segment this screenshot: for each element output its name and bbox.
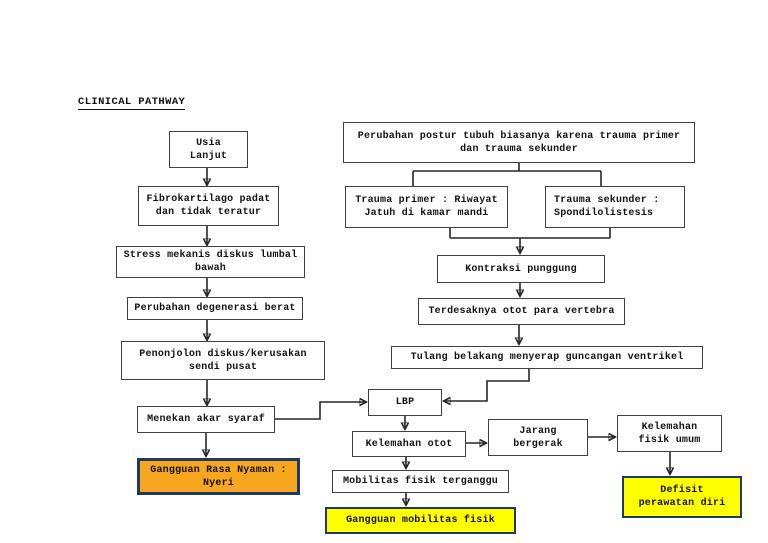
node-kelemahan-otot: Kelemahan otot [352, 431, 466, 457]
node-lbp: LBP [368, 389, 442, 416]
edge-trauma-merge [449, 228, 611, 239]
node-kontraksi-punggung: Kontraksi punggung [437, 255, 605, 283]
node-stress-mekanis: Stress mekanis diskus lumbal bawah [116, 246, 305, 278]
diagram-title: CLINICAL PATHWAY [78, 96, 186, 110]
node-usia-lanjut: Usia Lanjut [169, 131, 248, 168]
edge-postur-split [412, 163, 602, 186]
node-jarang-bergerak: Jarang bergerak [488, 419, 588, 456]
edge-menekan-lbp [275, 402, 366, 420]
node-kelemahan-fisik-umum: Kelemahan fisik umum [617, 415, 722, 452]
node-tulang-belakang: Tulang belakang menyerap guncangan ventr… [391, 346, 703, 369]
node-menekan-akar-syaraf: Menekan akar syaraf [137, 406, 275, 433]
node-perubahan-postur: Perubahan postur tubuh biasanya karena t… [343, 122, 695, 163]
node-perubahan-degenerasi: Perubahan degenerasi berat [127, 297, 303, 320]
node-fibrokartilago: Fibrokartilago padat dan tidak teratur [138, 186, 279, 226]
edge-tulang-lbp [444, 369, 530, 401]
node-gangguan-mobilitas: Gangguan mobilitas fisik [325, 507, 516, 534]
node-terdesaknya-otot: Terdesaknya otot para vertebra [418, 298, 625, 325]
node-penonjolon-diskus: Penonjolon diskus/kerusakan sendi pusat [121, 341, 325, 380]
node-gangguan-rasa-nyaman: Gangguan Rasa Nyaman : Nyeri [137, 458, 300, 495]
node-trauma-primer: Trauma primer : Riwayat Jatuh di kamar m… [345, 186, 508, 228]
node-defisit-perawatan: Defisit perawatan diri [622, 476, 742, 518]
node-trauma-sekunder: Trauma sekunder : Spondilolistesis [545, 186, 685, 228]
node-mobilitas-fisik: Mobilitas fisik terganggu [332, 470, 509, 493]
